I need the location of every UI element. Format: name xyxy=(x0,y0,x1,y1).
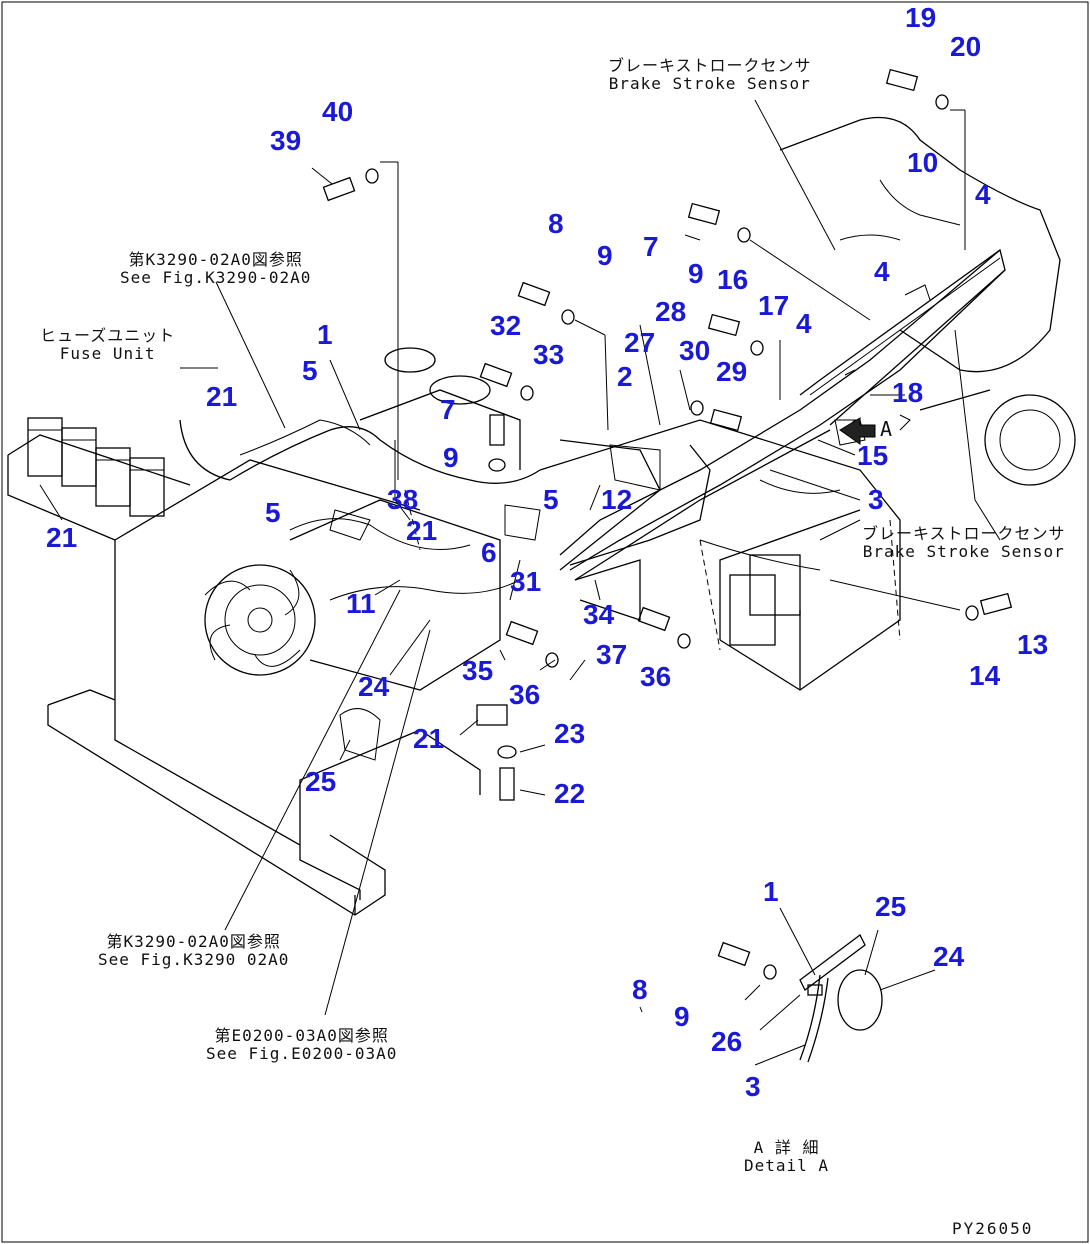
callout-21: 21 xyxy=(413,723,445,754)
callout-5: 5 xyxy=(543,484,559,515)
callout-21: 21 xyxy=(406,515,438,546)
callout-38: 38 xyxy=(387,484,419,515)
callout-7: 7 xyxy=(440,394,456,425)
callout-9: 9 xyxy=(443,442,459,473)
see-fig-k3290-note-bottom: 第K3290-02A0図参照 See Fig.K3290 02A0 xyxy=(98,932,290,970)
callout-7: 7 xyxy=(643,231,659,262)
callout-5: 5 xyxy=(302,355,318,386)
callout-19: 19 xyxy=(905,2,937,33)
callout-23: 23 xyxy=(554,718,586,749)
callout-29: 29 xyxy=(716,356,748,387)
callout-5: 5 xyxy=(265,497,281,528)
callout-9: 9 xyxy=(674,1001,690,1032)
centerlines xyxy=(404,489,901,651)
fuse-unit-boxes xyxy=(27,417,165,517)
callout-31: 31 xyxy=(510,566,542,597)
callout-22: 22 xyxy=(554,778,586,809)
see-fig-e0200-note: 第E0200-03A0図参照 See Fig.E0200-03A0 xyxy=(206,1026,398,1064)
view-marker-a: A xyxy=(880,417,894,441)
transmission xyxy=(729,116,1076,646)
callout-4: 4 xyxy=(874,256,890,287)
callout-17: 17 xyxy=(758,290,790,321)
callout-9: 9 xyxy=(597,240,613,271)
callout-36: 36 xyxy=(509,679,541,710)
callout-10: 10 xyxy=(907,147,939,178)
callout-14: 14 xyxy=(969,660,1001,691)
callout-32: 32 xyxy=(490,310,522,341)
brake-stroke-sensor-note-top: ブレーキストロークセンサ Brake Stroke Sensor xyxy=(608,56,812,94)
fasteners xyxy=(322,68,1013,980)
fuse-unit-note: ヒューズユニット Fuse Unit xyxy=(40,326,176,364)
callout-35: 35 xyxy=(462,655,494,686)
leader-lines xyxy=(39,99,1001,1066)
callout-9: 9 xyxy=(688,258,704,289)
callout-12: 12 xyxy=(601,484,633,515)
callout-39: 39 xyxy=(270,125,302,156)
callout-27: 27 xyxy=(624,327,656,358)
callout-26: 26 xyxy=(711,1026,743,1057)
callout-36: 36 xyxy=(640,661,672,692)
callout-11: 11 xyxy=(346,588,376,619)
callout-16: 16 xyxy=(717,264,749,295)
callout-3: 3 xyxy=(745,1071,761,1102)
callout-20: 20 xyxy=(950,31,982,62)
callout-21: 21 xyxy=(206,381,238,412)
callout-33: 33 xyxy=(533,339,565,370)
callout-6: 6 xyxy=(481,537,497,568)
callout-34: 34 xyxy=(583,599,615,630)
wiring xyxy=(179,179,961,601)
callout-2: 2 xyxy=(617,361,633,392)
callout-13: 13 xyxy=(1017,629,1049,660)
engine-fan xyxy=(204,347,521,691)
callout-24: 24 xyxy=(933,941,965,972)
view-arrow-a xyxy=(839,417,876,445)
harness-rails xyxy=(559,248,1006,621)
callout-8: 8 xyxy=(548,208,564,239)
callout-30: 30 xyxy=(679,335,711,366)
callout-1: 1 xyxy=(317,319,333,350)
frame-body xyxy=(7,419,901,916)
callout-3: 3 xyxy=(868,484,884,515)
callout-37: 37 xyxy=(596,639,628,670)
callout-4: 4 xyxy=(975,179,991,210)
callout-15: 15 xyxy=(857,440,889,471)
callout-25: 25 xyxy=(305,766,337,797)
detail-a-label: A 詳 細 Detail A xyxy=(744,1138,830,1176)
callout-40: 40 xyxy=(322,96,354,127)
callout-24: 24 xyxy=(358,671,390,702)
callout-25: 25 xyxy=(875,891,907,922)
detail-a-sketch xyxy=(799,934,883,1063)
callout-1: 1 xyxy=(763,876,779,907)
see-fig-k3290-note-top: 第K3290-02A0図参照 See Fig.K3290-02A0 xyxy=(120,250,312,288)
drawing-code: PY26050 xyxy=(952,1219,1034,1238)
brake-stroke-sensor-note-right: ブレーキストロークセンサ Brake Stroke Sensor xyxy=(862,524,1066,562)
callout-4: 4 xyxy=(796,308,812,339)
callout-18: 18 xyxy=(892,377,924,408)
small-parts xyxy=(329,284,931,761)
callout-8: 8 xyxy=(632,974,648,1005)
callout-21: 21 xyxy=(46,522,78,553)
callout-28: 28 xyxy=(655,296,687,327)
